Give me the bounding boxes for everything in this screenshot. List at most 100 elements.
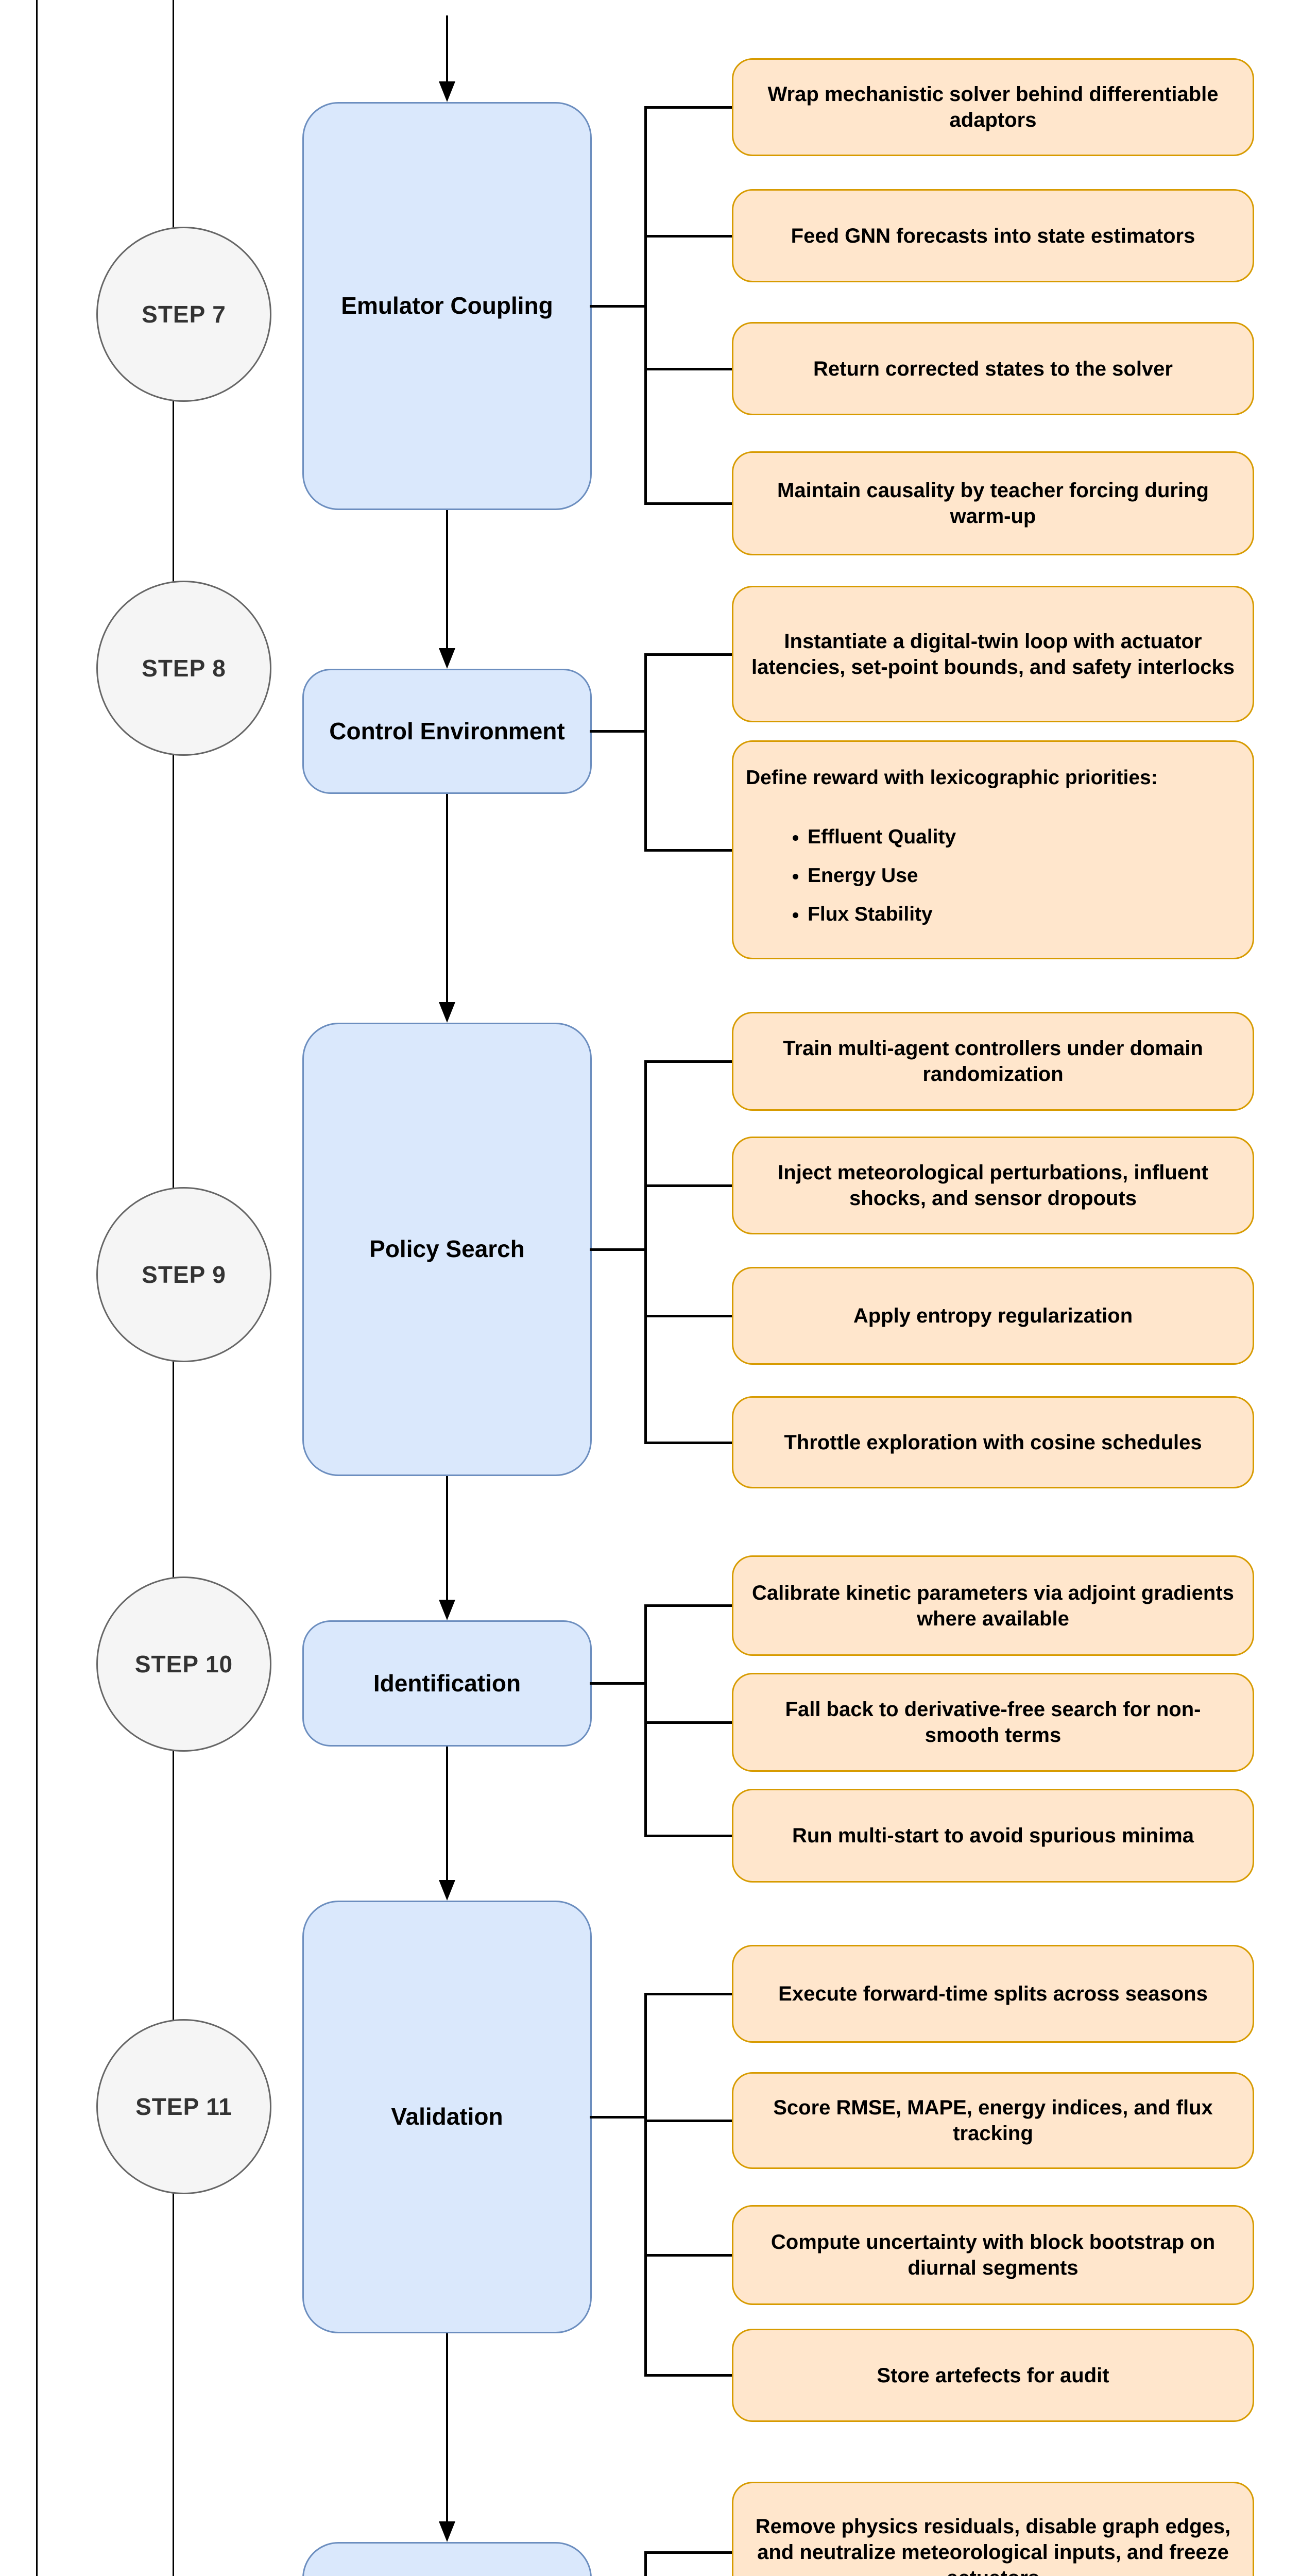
stage-label: Identification: [373, 1669, 521, 1697]
step-circle-label: STEP 10: [134, 1651, 233, 1677]
stage-label: Validation: [391, 2103, 503, 2130]
stage-box: Identification: [302, 1620, 592, 1747]
detail-box: Define reward with lexicographic priorit…: [732, 740, 1254, 959]
step-circle: STEP 8: [96, 581, 271, 756]
step-circle-label: STEP 8: [142, 655, 226, 682]
detail-text: Apply entropy regularization: [853, 1304, 1133, 1327]
detail-box: Score RMSE, MAPE, energy indices, and fl…: [732, 2072, 1254, 2169]
detail-box: Store artefects for audit: [732, 2329, 1254, 2422]
connector-line: [644, 106, 647, 505]
stage-label: Policy Search: [369, 1235, 525, 1263]
detail-box: Remove physics residuals, disable graph …: [732, 2482, 1254, 2576]
bullet-item: Effluent Quality: [808, 818, 1240, 856]
detail-box: Wrap mechanistic solver behind different…: [732, 58, 1254, 156]
connector-line: [644, 1993, 647, 2377]
connector-line: [646, 1442, 732, 1444]
detail-box: Apply entropy regularization: [732, 1267, 1254, 1365]
detail-box: Fall back to derivative-free search for …: [732, 1673, 1254, 1772]
stage-box: Validation: [302, 1901, 592, 2333]
detail-box: Instantiate a digital-twin loop with act…: [732, 586, 1254, 722]
step-circle-label: STEP 9: [142, 1261, 226, 1288]
detail-text: Return corrected states to the solver: [813, 357, 1173, 380]
connector-line: [646, 1993, 732, 1995]
detail-box: Throttle exploration with cosine schedul…: [732, 1396, 1254, 1488]
detail-text: Fall back to derivative-free search for …: [785, 1698, 1201, 1747]
stage-box: Control Environment: [302, 669, 592, 794]
connector-line: [646, 2374, 732, 2377]
connector-line: [646, 1184, 732, 1187]
connector-line: [646, 235, 732, 238]
detail-text: Instantiate a digital-twin loop with act…: [751, 630, 1235, 679]
connector-line: [646, 2254, 732, 2257]
connector-line: [644, 2551, 647, 2576]
detail-text: Throttle exploration with cosine schedul…: [784, 1431, 1202, 1454]
detail-text: Train multi-agent controllers under doma…: [783, 1037, 1203, 1086]
bullet-item: Flux Stability: [808, 895, 1240, 934]
stage-label: Emulator Coupling: [341, 292, 553, 319]
detail-box: Run multi-start to avoid spurious minima: [732, 1789, 1254, 1883]
connector-line: [646, 1721, 732, 1724]
flow-line: [446, 1476, 448, 1600]
detail-text: Calibrate kinetic parameters via adjoint…: [752, 1581, 1234, 1630]
detail-text: Execute forward-time splits across seaso…: [778, 1982, 1208, 2005]
connector-line: [646, 1060, 732, 1063]
detail-box: Calibrate kinetic parameters via adjoint…: [732, 1555, 1254, 1656]
bullet-item: Energy Use: [808, 856, 1240, 895]
detail-box: Feed GNN forecasts into state estimators: [732, 189, 1254, 282]
detail-text: Run multi-start to avoid spurious minima: [792, 1824, 1194, 1847]
connector-line: [644, 1604, 647, 1837]
connector-line: [590, 1248, 645, 1251]
arrowhead-down-icon: [439, 1002, 455, 1023]
detail-text: Define reward with lexicographic priorit…: [746, 767, 1158, 789]
priority-list: Effluent QualityEnergy UseFlux Stability: [746, 818, 1240, 934]
connector-line: [644, 1060, 647, 1444]
step-circle: STEP 10: [96, 1577, 271, 1752]
detail-text: Score RMSE, MAPE, energy indices, and fl…: [773, 2096, 1213, 2145]
detail-box: Maintain causality by teacher forcing du…: [732, 451, 1254, 555]
connector-line: [590, 730, 645, 733]
connector-line: [646, 1604, 732, 1607]
step-circle: STEP 11: [96, 2019, 271, 2194]
step-circle: STEP 7: [96, 227, 271, 402]
connector-line: [646, 2551, 732, 2554]
connector-line: [590, 2116, 645, 2119]
connector-line: [646, 2120, 732, 2122]
connector-line: [590, 1682, 645, 1685]
arrowhead-down-icon: [439, 2521, 455, 2542]
step-circle-label: STEP 11: [135, 2093, 232, 2120]
detail-box: Train multi-agent controllers under doma…: [732, 1012, 1254, 1111]
detail-text: Wrap mechanistic solver behind different…: [767, 83, 1219, 131]
flow-line: [446, 15, 448, 81]
connector-line: [644, 653, 647, 852]
detail-text: Compute uncertainty with block bootstrap…: [771, 2231, 1216, 2279]
arrowhead-down-icon: [439, 81, 455, 102]
left-rail-line: [36, 0, 38, 2576]
detail-text: Feed GNN forecasts into state estimators: [791, 224, 1195, 247]
stage-box: Ablations: [302, 2542, 592, 2576]
flow-line: [446, 510, 448, 648]
arrowhead-down-icon: [439, 1600, 455, 1620]
arrowhead-down-icon: [439, 1880, 455, 1901]
stage-label: Control Environment: [329, 717, 565, 744]
step-circle: STEP 9: [96, 1187, 271, 1362]
detail-box: Compute uncertainty with block bootstrap…: [732, 2205, 1254, 2305]
detail-box: Execute forward-time splits across seaso…: [732, 1945, 1254, 2043]
connector-line: [590, 305, 645, 308]
detail-text: Maintain causality by teacher forcing du…: [777, 479, 1209, 528]
detail-text: Store artefects for audit: [877, 2364, 1109, 2387]
stage-box: Policy Search: [302, 1023, 592, 1476]
connector-line: [646, 106, 732, 109]
arrowhead-down-icon: [439, 648, 455, 669]
connector-line: [646, 368, 732, 370]
step-circle-label: STEP 7: [142, 301, 226, 328]
stage-box: Emulator Coupling: [302, 102, 592, 510]
connector-line: [646, 653, 732, 656]
detail-box: Return corrected states to the solver: [732, 322, 1254, 415]
detail-text: Remove physics residuals, disable graph …: [755, 2515, 1231, 2576]
detail-text: Inject meteorological perturbations, inf…: [778, 1161, 1208, 1210]
connector-line: [646, 502, 732, 505]
connector-line: [646, 1315, 732, 1317]
connector-line: [646, 1835, 732, 1837]
connector-line: [646, 849, 732, 852]
flow-line: [446, 2333, 448, 2521]
